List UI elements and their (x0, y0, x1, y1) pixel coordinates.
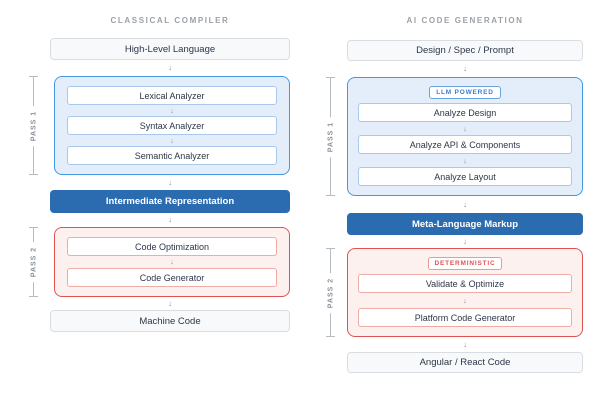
pass1-group-classical: Lexical Analyzer ↓ Syntax Analyzer ↓ Sem… (54, 76, 290, 175)
node-intermediate-representation: Intermediate Representation (50, 190, 290, 213)
ai-code-generation-heading: AI CODE GENERATION (406, 16, 524, 25)
bracket-cap (29, 76, 38, 77)
pass2-bracket-classical: PASS 2 (29, 227, 38, 297)
down-arrow-icon: ↓ (463, 123, 467, 133)
bracket-cap (29, 296, 38, 297)
node-analyze-layout: Analyze Layout (358, 167, 572, 186)
pass1-bracket-classical: PASS 1 (29, 76, 38, 175)
node-meta-language-markup: Meta-Language Markup (347, 213, 583, 235)
bracket-cap (326, 195, 335, 196)
down-arrow-icon: ↓ (170, 257, 174, 267)
down-arrow-icon: ↓ (168, 215, 172, 224)
deterministic-badge: DETERMINISTIC (427, 257, 503, 270)
bracket-cap (326, 336, 335, 337)
node-platform-code-generator: Platform Code Generator (358, 308, 572, 327)
pass1-group-ai: LLM POWERED Analyze Design ↓ Analyze API… (347, 77, 583, 196)
pass2-bracket-ai: PASS 2 (326, 248, 335, 337)
node-code-optimization: Code Optimization (67, 237, 277, 256)
classical-compiler-heading: CLASSICAL COMPILER (110, 16, 230, 25)
node-analyze-api-components: Analyze API & Components (358, 135, 572, 154)
down-arrow-icon: ↓ (463, 199, 467, 209)
bracket-cap (326, 77, 335, 78)
down-arrow-icon: ↓ (463, 236, 467, 246)
down-arrow-icon: ↓ (168, 177, 172, 187)
node-code-generator: Code Generator (67, 268, 277, 287)
down-arrow-icon: ↓ (168, 298, 172, 308)
bracket-cap (29, 174, 38, 175)
node-lexical-analyzer: Lexical Analyzer (67, 86, 277, 105)
down-arrow-icon: ↓ (463, 295, 467, 305)
down-arrow-icon: ↓ (463, 64, 467, 73)
node-high-level-language: High-Level Language (50, 38, 290, 60)
badge-row: LLM POWERED (358, 86, 572, 99)
node-syntax-analyzer: Syntax Analyzer (67, 116, 277, 135)
down-arrow-icon: ↓ (463, 339, 467, 349)
pass1-label: PASS 1 (327, 116, 334, 157)
pass1-bracket-ai: PASS 1 (326, 77, 335, 196)
down-arrow-icon: ↓ (170, 105, 174, 115)
node-angular-react-code: Angular / React Code (347, 352, 583, 373)
down-arrow-icon: ↓ (463, 155, 467, 165)
bracket-cap (326, 248, 335, 249)
pass1-label: PASS 1 (30, 105, 37, 146)
pass2-group-classical: Code Optimization ↓ Code Generator (54, 227, 290, 297)
bracket-cap (29, 227, 38, 228)
node-semantic-analyzer: Semantic Analyzer (67, 146, 277, 165)
badge-row: DETERMINISTIC (358, 257, 572, 270)
down-arrow-icon: ↓ (170, 135, 174, 145)
node-analyze-design: Analyze Design (358, 103, 572, 122)
llm-powered-badge: LLM POWERED (429, 86, 501, 99)
pass2-group-ai: DETERMINISTIC Validate & Optimize ↓ Plat… (347, 248, 583, 337)
pass2-label: PASS 2 (30, 241, 37, 283)
node-design-spec-prompt: Design / Spec / Prompt (347, 40, 583, 61)
node-validate-optimize: Validate & Optimize (358, 274, 572, 293)
pass2-label: PASS 2 (327, 272, 334, 313)
down-arrow-icon: ↓ (168, 63, 172, 72)
node-machine-code: Machine Code (50, 310, 290, 332)
